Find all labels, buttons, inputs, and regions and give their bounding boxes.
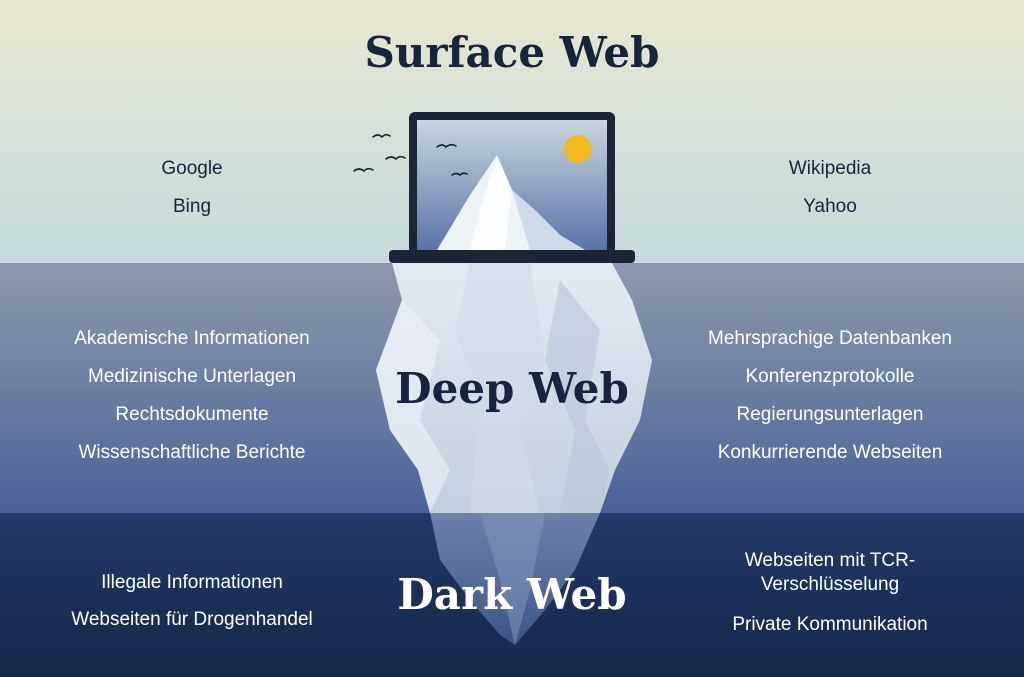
deep-left-list: Akademische Informationen Medizinische U… [22,320,362,472]
list-item: Illegale Informationen [101,572,283,593]
sun-icon [564,135,592,163]
dark-web-title: Dark Web [397,570,627,619]
list-item: Private Kommunikation [732,614,928,635]
list-item: Konferenzprotokolle [745,366,915,387]
list-item: Medizinische Unterlagen [87,366,297,387]
surface-right-list: Wikipedia Yahoo [730,150,930,226]
dark-left-list: Illegale Informationen Webseiten für Dro… [22,564,362,638]
surface-web-title: Surface Web [364,28,660,77]
surface-left-list: Google Bing [92,150,292,226]
iceberg-icon [376,263,652,645]
list-item: Yahoo [803,196,857,217]
list-item: Akademische Informationen [74,328,310,349]
dark-right-list: Webseiten mit TCR- Verschlüsselung Priva… [690,549,970,637]
deep-web-title: Deep Web [395,364,629,413]
list-item: Konkurrierende Webseiten [717,442,943,463]
list-item: Mehrsprachige Datenbanken [708,328,952,349]
list-item: Bing [172,196,212,217]
laptop-icon [389,112,635,263]
list-item: Rechtsdokumente [115,404,269,425]
list-item: Wikipedia [788,158,872,179]
list-item: Regierungsunterlagen [736,404,924,425]
list-item: Webseiten für Drogenhandel [71,609,313,630]
list-item: Wissenschaftliche Berichte [78,442,306,463]
list-item: Webseiten mit TCR- [744,550,916,571]
list-item: Google [161,158,223,179]
list-item: Verschlüsselung [760,574,900,595]
bird-icon [353,133,468,177]
deep-right-list: Mehrsprachige Datenbanken Konferenzproto… [658,320,1002,472]
